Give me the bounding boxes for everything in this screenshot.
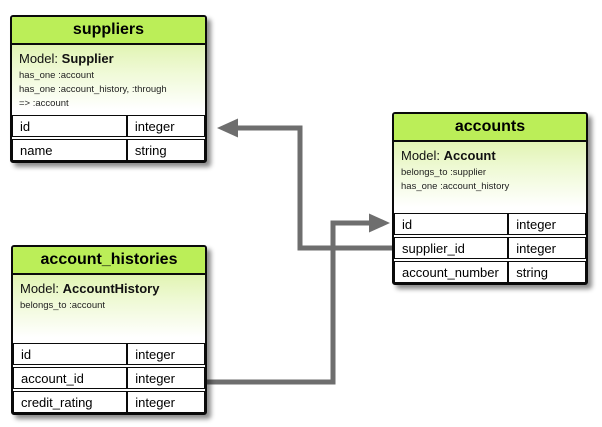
table-suppliers: suppliers Model: Supplier has_one :accou… [10,15,207,163]
table-account-histories-model-section: Model: AccountHistory belongs_to :accoun… [13,275,205,343]
table-suppliers-rows: id integer name string [12,115,205,161]
association-line: belongs_to :account [20,300,106,311]
table-row: id integer [12,115,205,137]
column-type: string [126,139,205,161]
table-accounts-title: accounts [394,114,586,142]
association-line: has_one :account_history, :through [19,83,167,95]
association-line: has_one :account_history [401,180,510,192]
model-label: Model: [19,51,59,66]
column-name: id [13,343,128,365]
column-type: integer [508,237,586,259]
model-name: AccountHistory [62,281,160,296]
table-accounts-model-section: Model: Account belongs_to :supplier has_… [394,142,586,213]
column-type: integer [126,115,205,137]
connector-account-histories-account-id-to-accounts-id [206,220,369,385]
column-name: id [394,213,509,235]
model-line: Model: Account [401,148,579,163]
table-suppliers-model-section: Model: Supplier has_one :account has_one… [12,45,205,115]
table-account-histories-title: account_histories [13,247,205,275]
table-row: name string [12,139,205,161]
model-line: Model: Supplier [19,51,198,66]
column-name: account_id [13,367,128,389]
table-account-histories-rows: id integer account_id integer credit_rat… [13,343,205,413]
table-account-histories: account_histories Model: AccountHistory … [11,245,207,415]
column-name: supplier_id [394,237,509,259]
arrowhead-to-suppliers-id-icon [217,118,238,138]
column-type: integer [127,391,205,413]
association-line: has_one :account [19,70,95,81]
model-name: Account [443,148,496,163]
model-line: Model: AccountHistory [20,281,198,296]
table-row: id integer [13,343,205,365]
table-accounts: accounts Model: Account belongs_to :supp… [392,112,588,285]
column-name: id [12,115,127,137]
model-label: Model: [401,148,441,163]
table-row: account_number string [394,261,586,283]
arrowhead-to-accounts-id-icon [369,213,390,233]
column-type: integer [508,213,586,235]
association-line: belongs_to :supplier [401,167,487,178]
column-type: integer [127,367,205,389]
table-accounts-rows: id integer supplier_id integer account_n… [394,213,586,283]
table-suppliers-title: suppliers [12,17,205,45]
association-line: => :account [19,97,69,109]
table-row: account_id integer [13,367,205,389]
model-label: Model: [20,281,60,296]
connector-accounts-supplier-id-to-suppliers-id [237,125,392,251]
table-row: supplier_id integer [394,237,586,259]
table-row: credit_rating integer [13,391,205,413]
column-type: integer [127,343,205,365]
column-name: account_number [394,261,509,283]
model-name: Supplier [61,51,114,66]
column-name: credit_rating [13,391,128,413]
column-type: string [508,261,586,283]
column-name: name [12,139,127,161]
table-row: id integer [394,213,586,235]
